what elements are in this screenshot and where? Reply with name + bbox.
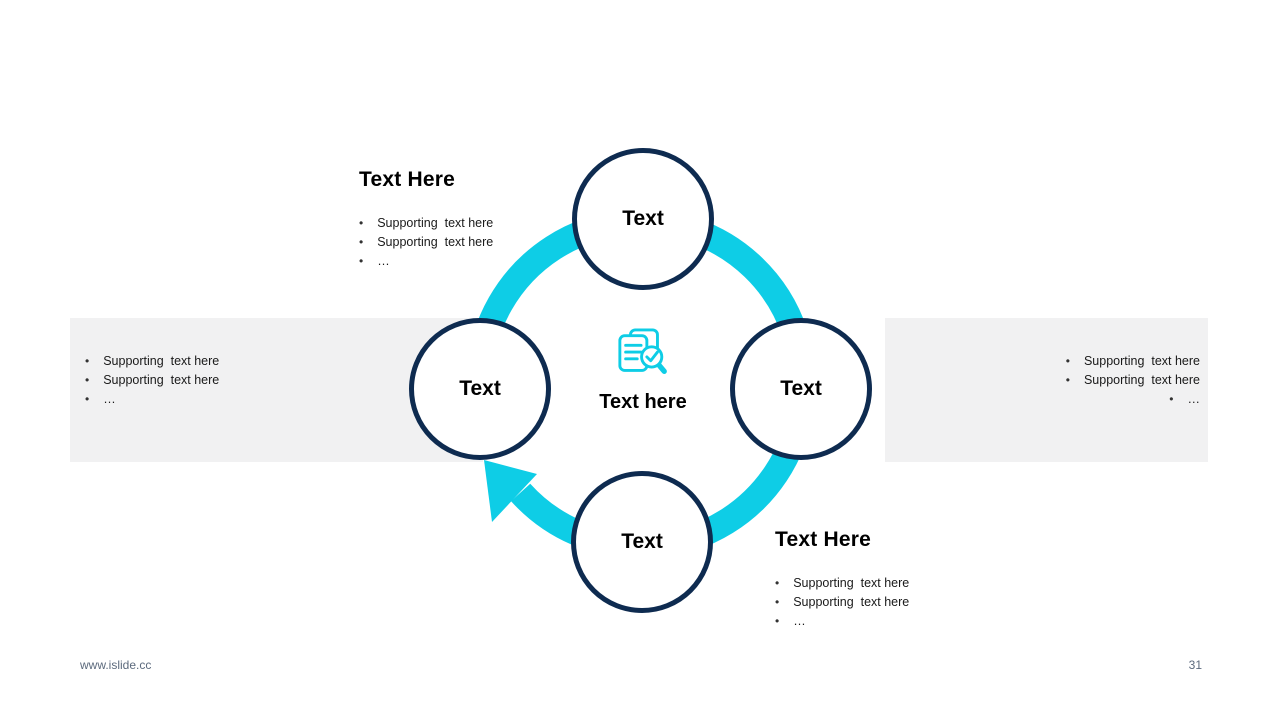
bullet-glyph: •: [775, 595, 780, 609]
bullet-glyph: •: [1065, 354, 1070, 368]
cycle-node-label: Text: [621, 530, 663, 553]
document-search-check-icon: [618, 328, 667, 375]
list-item: • Supporting text here: [775, 593, 909, 612]
footer-website: www.islide.cc: [80, 658, 152, 672]
list-item: • Supporting text here: [1066, 352, 1200, 371]
bullet-glyph: •: [359, 216, 364, 230]
text-block-bottom-right: Text Here • Supporting text here • Suppo…: [775, 527, 909, 631]
bullet-glyph: •: [85, 392, 90, 406]
list-item: • …: [359, 252, 493, 271]
bullet-glyph: •: [1169, 392, 1174, 406]
bullet-list: • Supporting text here • Supporting text…: [775, 574, 909, 631]
bullet-glyph: •: [359, 235, 364, 249]
cycle-node-label: Text: [622, 207, 664, 230]
page-number: 31: [1188, 658, 1202, 672]
text-block-middle-left: • Supporting text here • Supporting text…: [85, 352, 219, 409]
bullet-glyph: •: [1065, 373, 1070, 387]
cycle-node-right: Text: [730, 318, 872, 460]
cycle-node-left: Text: [409, 318, 551, 460]
block-heading: Text Here: [359, 168, 455, 191]
block-heading: Text Here: [775, 528, 871, 551]
text-block-top-left: Text Here • Supporting text here • Suppo…: [359, 167, 493, 271]
list-item: • Supporting text here: [85, 352, 219, 371]
cycle-node-label: Text: [459, 377, 501, 400]
list-item: • Supporting text here: [85, 371, 219, 390]
list-item: • …: [775, 612, 909, 631]
bullet-list: • Supporting text here • Supporting text…: [359, 214, 493, 271]
list-item: • Supporting text here: [359, 214, 493, 233]
center-label: Text here: [599, 391, 687, 413]
list-item: • Supporting text here: [775, 574, 909, 593]
bullet-glyph: •: [775, 576, 780, 590]
bullet-glyph: •: [775, 614, 780, 628]
cycle-node-top: Text: [572, 148, 714, 290]
bullet-glyph: •: [85, 354, 90, 368]
list-item: • …: [85, 390, 219, 409]
list-item: • Supporting text here: [1066, 371, 1200, 390]
arrowhead-icon: [484, 460, 537, 522]
cycle-node-label: Text: [780, 377, 822, 400]
list-item: • Supporting text here: [359, 233, 493, 252]
text-block-middle-right: • Supporting text here • Supporting text…: [1066, 352, 1200, 409]
cycle-node-bottom: Text: [571, 471, 713, 613]
list-item: • …: [1066, 390, 1200, 409]
bullet-glyph: •: [85, 373, 90, 387]
bullet-glyph: •: [359, 254, 364, 268]
